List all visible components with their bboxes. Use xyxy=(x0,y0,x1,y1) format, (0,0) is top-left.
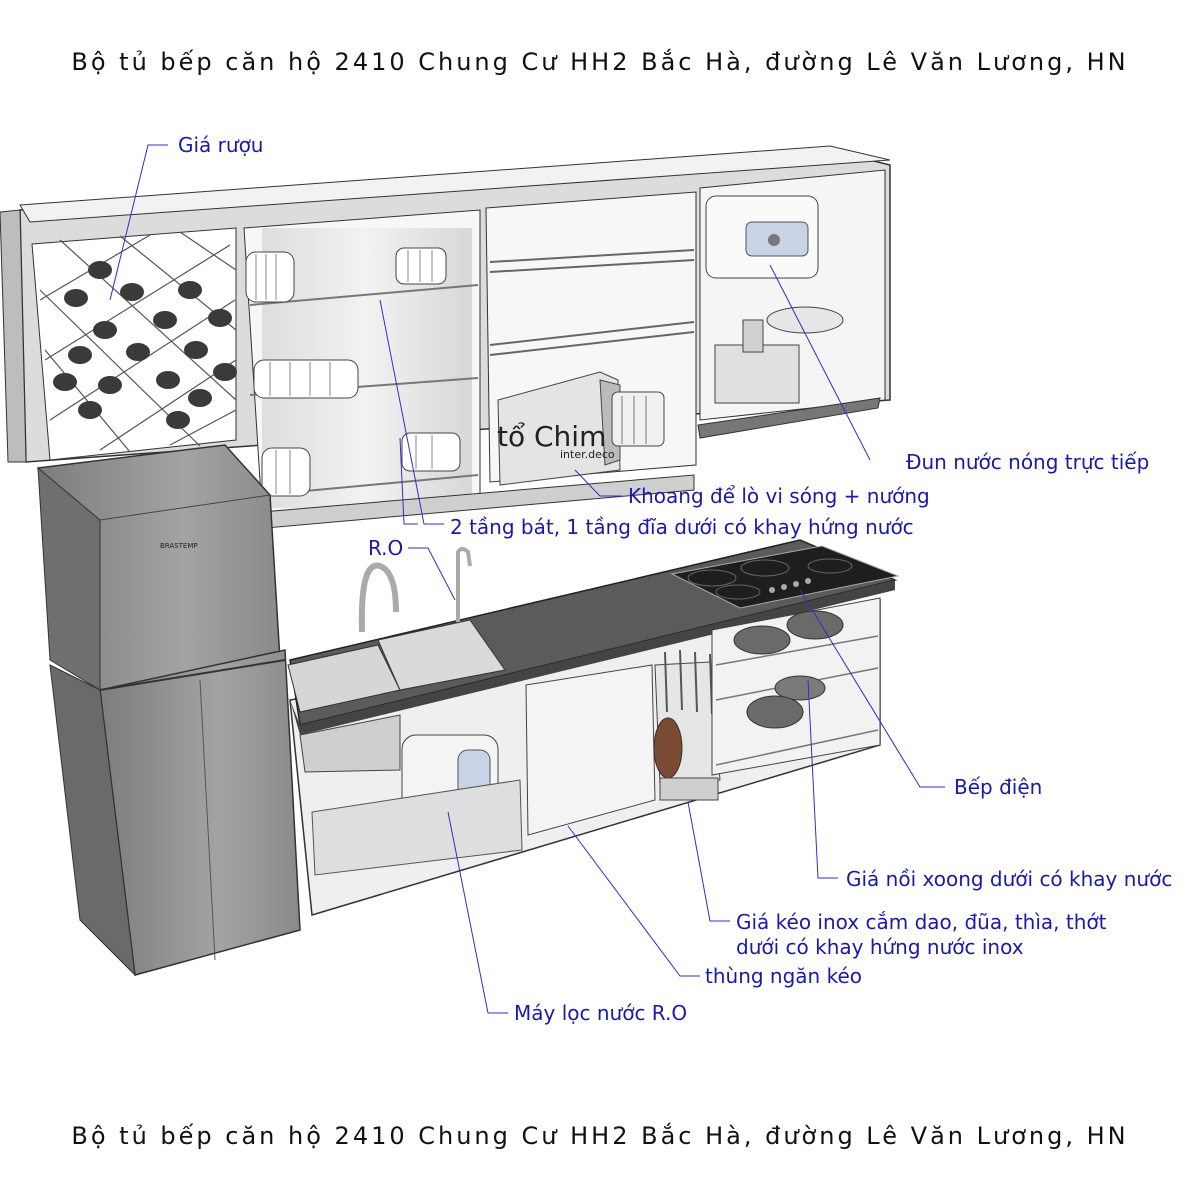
label-ro-filter: Máy lọc nước R.O xyxy=(514,1001,687,1025)
label-drawer: thùng ngăn kéo xyxy=(705,964,862,988)
leader-drawer xyxy=(567,825,700,977)
sink xyxy=(287,547,506,773)
leader-dish-rack xyxy=(379,299,444,525)
knife-rack xyxy=(653,649,721,801)
leader-cooktop xyxy=(799,589,945,788)
label-pot-rack: Giá nồi xoong dưới có khay nước xyxy=(846,867,1172,891)
fridge-brand: BRASTEMP xyxy=(160,542,198,550)
label-water-heater: Đun nước nóng trực tiếp xyxy=(906,450,1149,474)
label-dish-rack: 2 tầng bát, 1 tầng đĩa dưới có khay hứng… xyxy=(450,515,914,539)
leader-ro xyxy=(408,547,456,601)
leader-lines xyxy=(109,144,945,1014)
leader-pot-rack xyxy=(807,679,838,879)
cooktop xyxy=(670,545,900,609)
page-title-bottom: Bộ tủ bếp căn hộ 2410 Chung Cư HH2 Bắc H… xyxy=(71,1122,1129,1150)
wine-rack xyxy=(31,227,237,461)
labels: Giá rượu Đun nước nóng trực tiếp Khoang … xyxy=(178,133,1172,1025)
watermark-brand: tổ Chim xyxy=(497,420,606,453)
leader-dish-rack-2 xyxy=(399,437,418,525)
microwave-bay xyxy=(485,191,697,486)
page-title: Bộ tủ bếp căn hộ 2410 Chung Cư HH2 Bắc H… xyxy=(71,48,1129,76)
leader-knife-rack xyxy=(687,801,730,922)
label-knife-rack-line1: Giá kéo inox cắm dao, đũa, thìa, thớt xyxy=(736,910,1107,934)
refrigerator: BRASTEMP xyxy=(37,444,301,977)
dish-rack xyxy=(243,209,481,513)
label-knife-rack-line2: dưới có khay hứng nước inox xyxy=(736,935,1024,959)
leader-wine-rack xyxy=(109,144,168,301)
leader-ro-filter xyxy=(447,811,508,1014)
leader-microwave xyxy=(574,469,622,497)
lower-cabinets xyxy=(287,539,900,916)
label-wine-rack: Giá rượu xyxy=(178,133,263,157)
water-heater-bay xyxy=(697,169,886,439)
label-cooktop: Bếp điện xyxy=(954,775,1042,799)
leader-water-heater xyxy=(769,264,871,461)
watermark: tổ Chim inter.deco xyxy=(497,420,615,461)
label-microwave-bay: Khoang để lò vi sóng + nướng xyxy=(628,484,930,508)
label-ro: R.O xyxy=(368,536,403,560)
watermark-sub: inter.deco xyxy=(560,448,615,461)
upper-cabinets xyxy=(0,145,891,529)
pot-rack xyxy=(711,597,881,776)
